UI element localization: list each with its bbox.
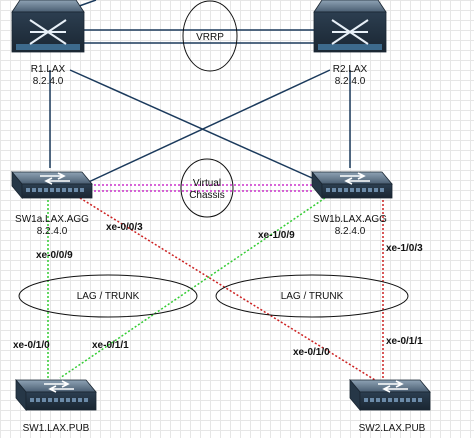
lag-trunk-left-group: LAG / TRUNK xyxy=(18,274,198,318)
device-sw1b-version: 8.2.4.0 xyxy=(335,226,366,237)
lag-trunk-right-group: LAG / TRUNK xyxy=(215,274,409,318)
lag-trunk-left-ellipse xyxy=(18,274,198,318)
port-label-sw2-up-a: xe-0/1/0 xyxy=(293,347,330,358)
device-sw1b[interactable]: SW1b.LAX.AGG 8.2.4.0 xyxy=(311,170,393,237)
switch-ports-icon xyxy=(326,188,384,192)
virtual-chassis-label-line1: Virtual xyxy=(193,178,221,189)
virtual-chassis-group: Virtual Chassis xyxy=(180,158,234,218)
port-label-sw2-up-b: xe-0/1/1 xyxy=(386,336,423,347)
switch-arrows-icon xyxy=(44,380,74,393)
port-label-sw1a-to-sw1: xe-0/0/9 xyxy=(36,250,73,261)
device-sw1a[interactable]: SW1a.LAX.AGG 8.2.4.0 xyxy=(11,170,93,237)
device-r1-version: 8.2.4.0 xyxy=(33,76,64,87)
port-label-sw1-up-a: xe-0/1/0 xyxy=(13,340,50,351)
cable-r1-sw1b xyxy=(69,69,331,187)
switch-ports-icon xyxy=(26,188,84,192)
device-sw1a-name: SW1a.LAX.AGG xyxy=(15,214,89,225)
port-label-sw1a-to-sw2: xe-0/0/3 xyxy=(106,222,143,233)
virtual-chassis-ellipse xyxy=(180,158,234,218)
device-r2-name: R2.LAX xyxy=(333,64,368,75)
port-label-sw1-up-b: xe-0/1/1 xyxy=(92,340,129,351)
switch-ports-icon xyxy=(30,398,88,402)
device-r2[interactable]: R2.LAX 8.2.4.0 xyxy=(313,0,387,87)
device-sw2[interactable]: SW2.LAX.PUB xyxy=(349,378,431,434)
lag-trunk-left-label: LAG / TRUNK xyxy=(77,291,140,302)
virtual-chassis-label-line2: Chassis xyxy=(189,190,225,201)
port-labels: xe-0/0/9 xe-0/0/3 xe-1/0/9 xe-1/0/3 xe-0… xyxy=(13,222,423,358)
device-sw2-name: SW2.LAX.PUB xyxy=(359,423,426,434)
switch-arrows-icon xyxy=(378,380,408,393)
device-r1-name: R1.LAX xyxy=(31,64,66,75)
port-label-sw1b-to-sw1: xe-1/0/9 xyxy=(258,230,295,241)
lag-trunk-right-label: LAG / TRUNK xyxy=(281,291,344,302)
switch-arrows-icon xyxy=(40,172,70,185)
lag-trunk-right-ellipse xyxy=(215,274,409,318)
device-sw1[interactable]: SW1.LAX.PUB xyxy=(15,378,97,434)
device-r2-version: 8.2.4.0 xyxy=(335,76,366,87)
device-sw1-name: SW1.LAX.PUB xyxy=(23,423,90,434)
cables xyxy=(39,0,384,381)
switch-ports-icon xyxy=(364,398,422,402)
link-sw1b-sw1 xyxy=(59,197,326,379)
vrrp-ellipse xyxy=(182,0,238,72)
router-arrows-icon xyxy=(331,19,369,45)
device-sw1b-name: SW1b.LAX.AGG xyxy=(313,214,387,225)
router-arrows-icon xyxy=(29,19,67,45)
device-r1[interactable]: R1.LAX 8.2.4.0 xyxy=(11,0,85,87)
device-sw1a-version: 8.2.4.0 xyxy=(37,226,68,237)
link-sw1a-sw2 xyxy=(79,197,376,381)
port-label-sw1b-to-sw2: xe-1/0/3 xyxy=(386,243,423,254)
vrrp-label: VRRP xyxy=(196,32,224,43)
cable-r2-sw1a xyxy=(79,69,331,187)
vrrp-group: VRRP xyxy=(182,0,238,72)
switch-arrows-icon xyxy=(340,172,370,185)
